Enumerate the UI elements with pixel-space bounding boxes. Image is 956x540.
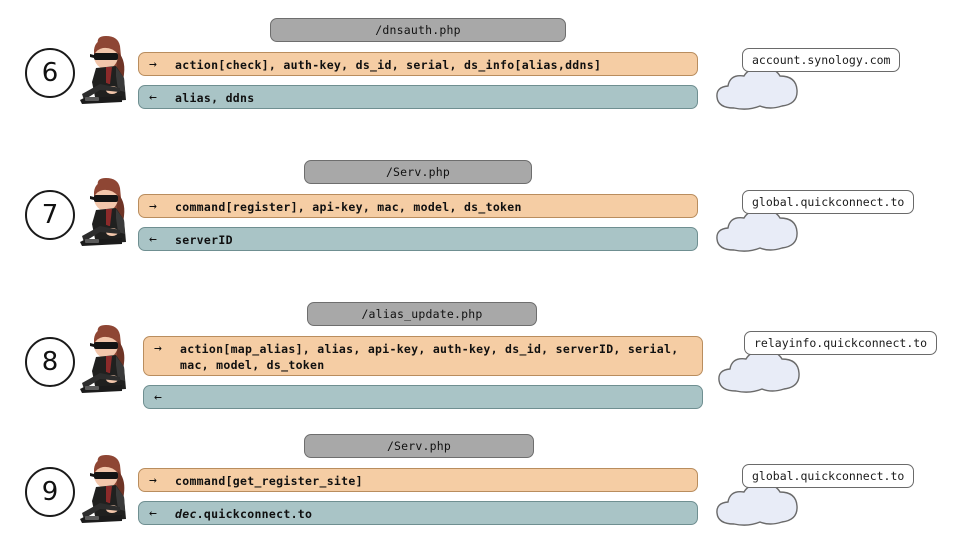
hacker-avatar-icon [76,453,138,529]
step-number-badge: 8 [25,337,75,387]
request-bar: → action[map_alias], alias, api-key, aut… [143,336,703,376]
response-bar: ← alias, ddns [138,85,698,109]
cloud-label: global.quickconnect.to [742,464,915,488]
cloud-label: account.synology.com [742,48,901,72]
endpoint-label: /Serv.php [304,434,534,458]
hacker-avatar-icon [76,34,138,110]
cloud-label: global.quickconnect.to [742,190,915,214]
response-text: dec.quickconnect.to [175,506,691,522]
response-text: alias, ddns [175,91,255,105]
response-bar: ← serverID [138,227,698,251]
arrow-right-icon: → [149,57,158,72]
hacker-avatar-icon [76,176,138,252]
step-number-badge: 7 [25,190,75,240]
response-bar: ← [143,385,703,409]
endpoint-label: /Serv.php [304,160,532,184]
hacker-avatar-icon [76,323,138,399]
response-bar: ← dec.quickconnect.to [138,501,698,525]
arrow-right-icon: → [149,473,158,488]
arrow-left-icon: ← [149,506,158,521]
arrow-right-icon: → [154,341,163,356]
request-text: action[map_alias], alias, api-key, auth-… [180,342,679,372]
response-text-rest: .quickconnect.to [196,507,313,521]
response-text: serverID [175,233,233,247]
cloud-label: relayinfo.quickconnect.to [744,331,938,355]
endpoint-label: /alias_update.php [307,302,537,326]
request-bar: → action[check], auth-key, ds_id, serial… [138,52,698,76]
step-number-badge: 6 [25,48,75,98]
request-bar: → command[get_register_site] [138,468,698,492]
arrow-left-icon: ← [149,232,158,247]
arrow-right-icon: → [149,199,158,214]
arrow-left-icon: ← [149,90,158,105]
response-text-italic-prefix: dec [175,507,197,521]
request-text: command[get_register_site] [175,474,363,488]
request-text: command[register], api-key, mac, model, … [175,200,522,214]
request-text: action[check], auth-key, ds_id, serial, … [175,58,602,72]
request-bar: → command[register], api-key, mac, model… [138,194,698,218]
arrow-left-icon: ← [154,390,163,405]
endpoint-label: /dnsauth.php [270,18,566,42]
step-number-badge: 9 [25,467,75,517]
